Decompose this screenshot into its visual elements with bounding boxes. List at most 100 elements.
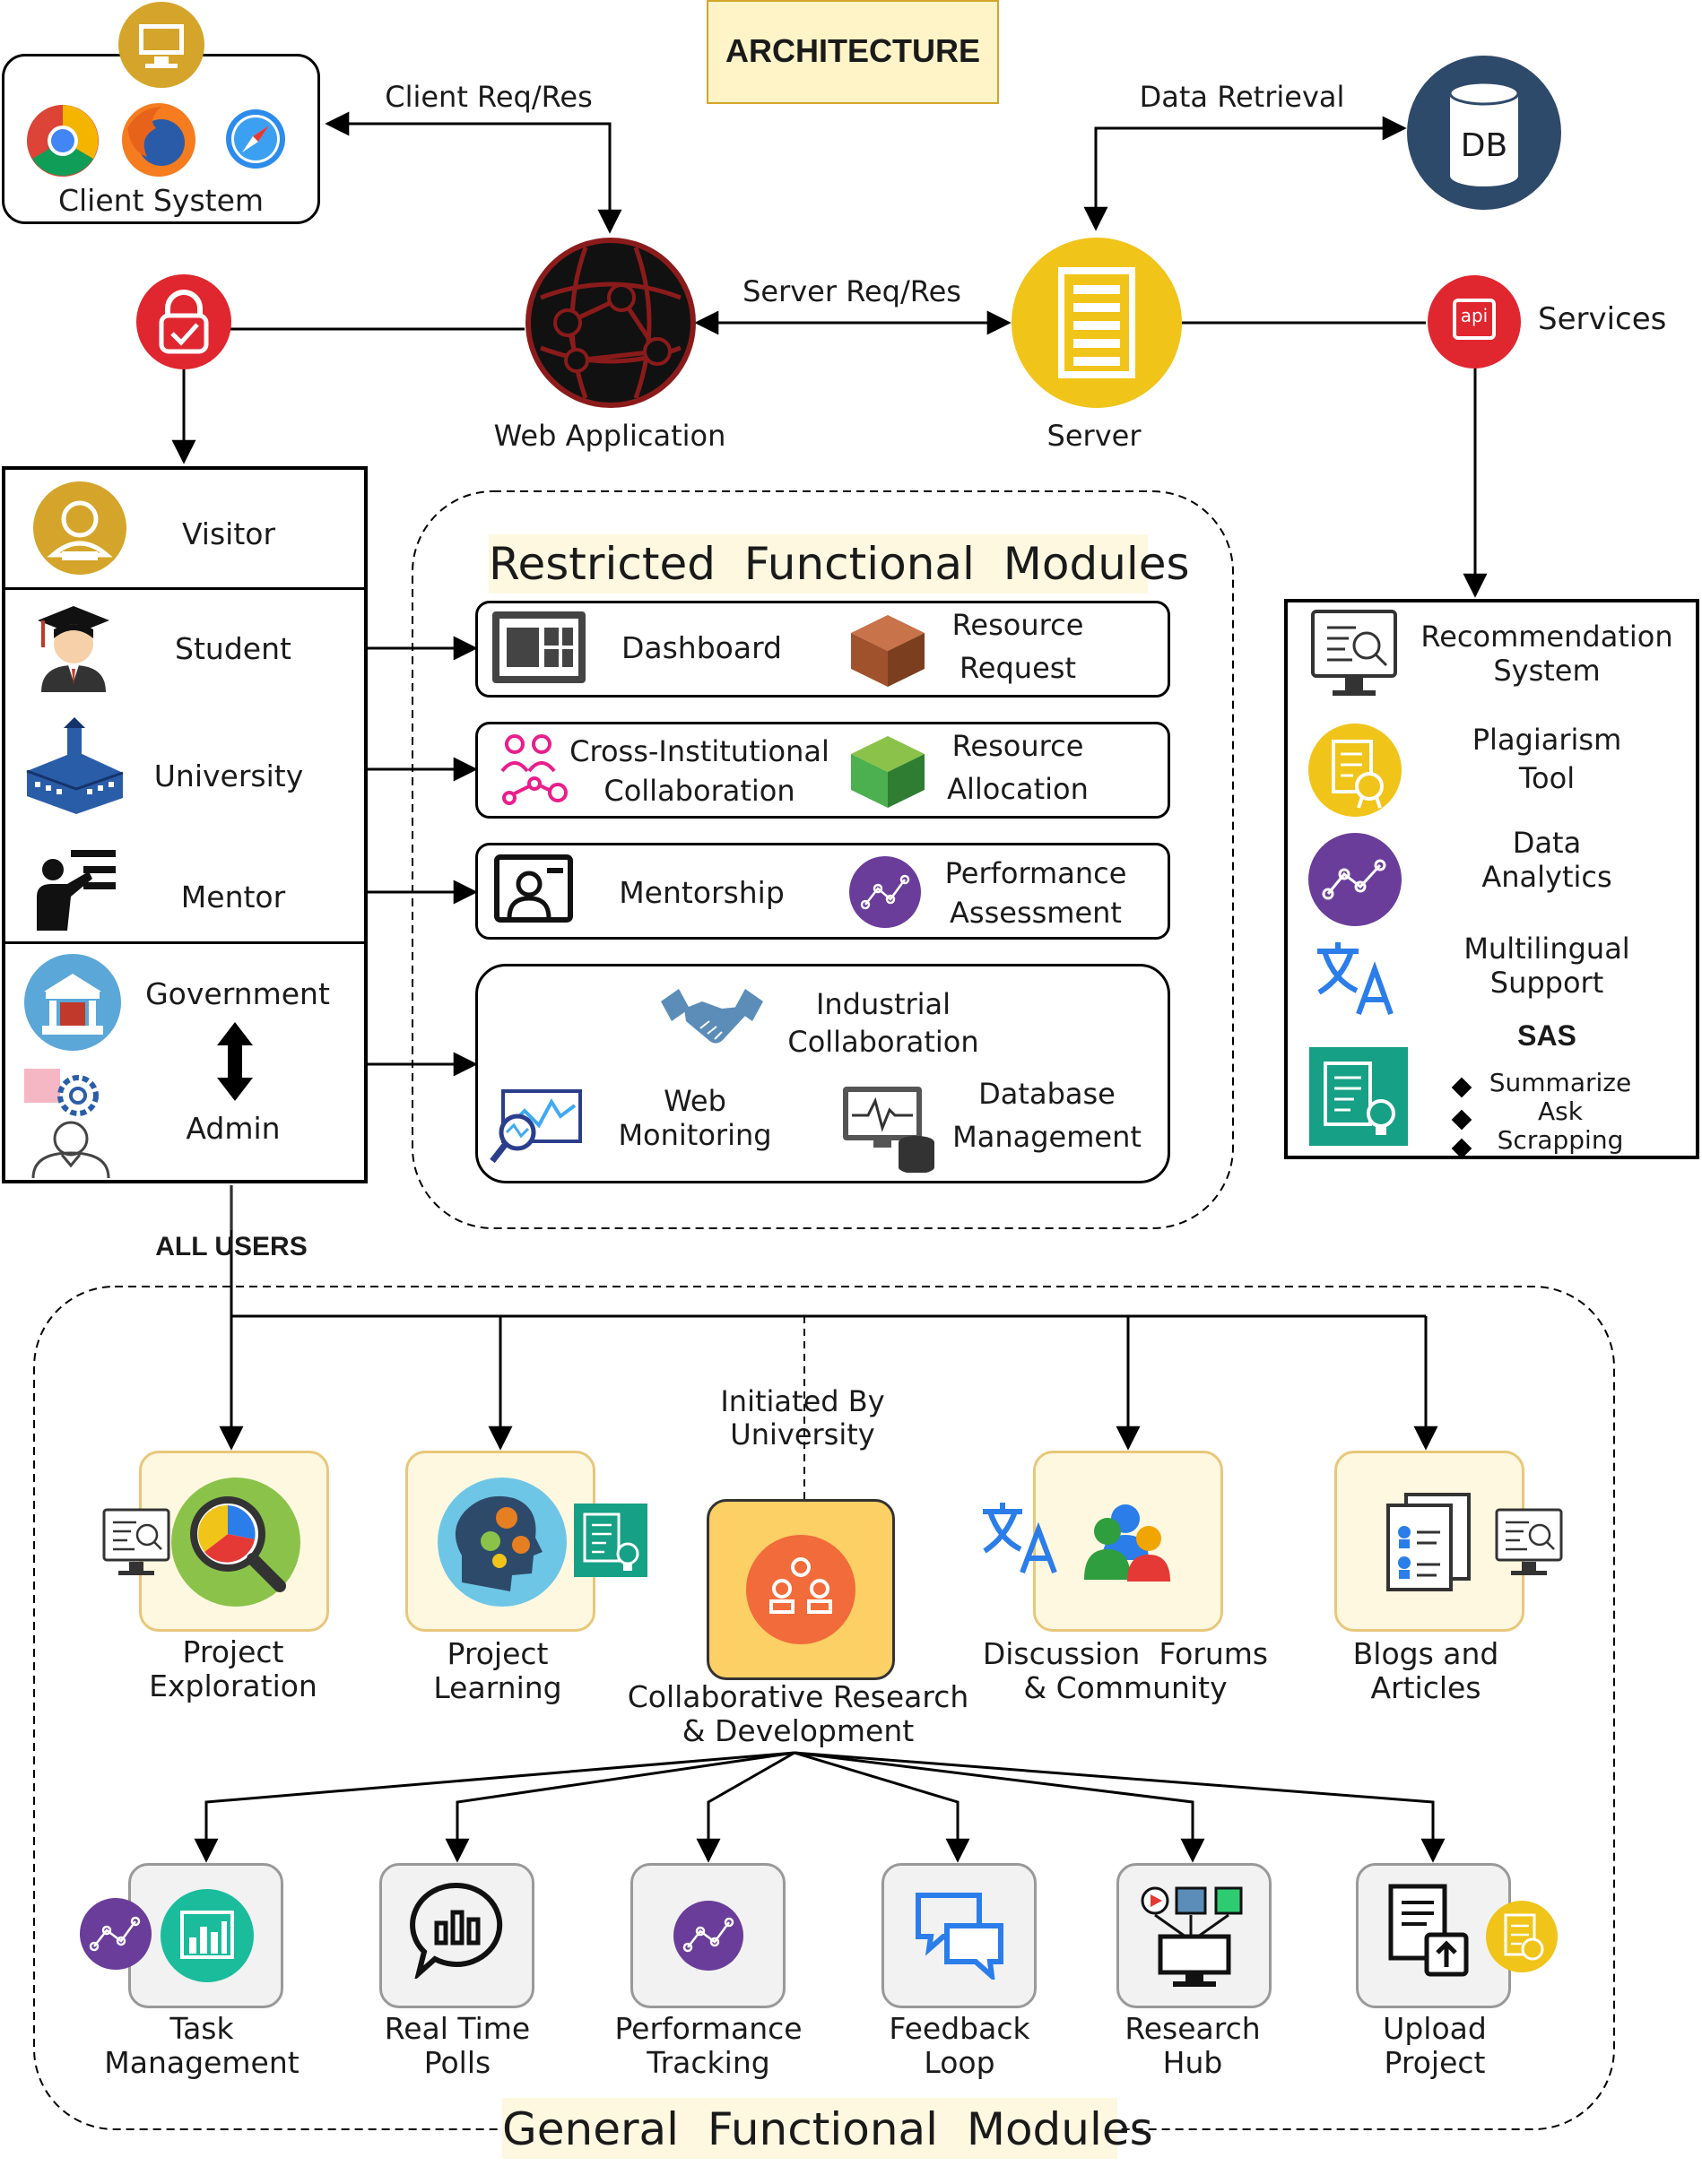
cross-institutional-line-1: Cross-Institutional — [569, 734, 829, 768]
recommendation-line-2: System — [1493, 654, 1601, 688]
users-divider-1 — [4, 587, 366, 590]
project-learning-side-icon — [574, 1504, 647, 1577]
resource-request-icon — [847, 610, 928, 690]
task-chart-icon — [159, 1887, 256, 1984]
db-icon — [1405, 54, 1563, 212]
users-divider-2 — [4, 941, 366, 944]
project-exploration-icon — [169, 1475, 303, 1609]
upload-project-icon — [1385, 1881, 1475, 1989]
web-monitoring-line-2: Monitoring — [618, 1118, 772, 1152]
blogs-line-2: Articles — [1370, 1670, 1481, 1705]
project-exploration-line-1: Project — [182, 1634, 284, 1669]
api-text: api — [1460, 305, 1489, 326]
web-application-label: Web Application — [493, 419, 726, 453]
polls-line-1: Real Time — [384, 2011, 531, 2046]
users-panel — [2, 466, 368, 1183]
blogs-line-1: Blogs and — [1352, 1636, 1499, 1671]
data-analytics-icon — [1307, 831, 1403, 928]
restricted-title: Restricted Functional Modules — [489, 538, 1190, 590]
project-learning-line-1: Project — [447, 1636, 549, 1671]
services-label: Services — [1538, 301, 1667, 337]
research-hub-line-2: Hub — [1162, 2045, 1223, 2080]
collab-to-polls — [445, 1751, 795, 1863]
industrial-line-1: Industrial — [815, 987, 951, 1021]
visitor-label: Visitor — [181, 516, 276, 551]
task-management-line-1: Task — [169, 2011, 234, 2046]
sas-item-summarize: Summarize — [1489, 1068, 1632, 1097]
architecture-title-box — [707, 0, 999, 104]
discussion-line-1: Discussion Forums — [982, 1636, 1269, 1671]
blogs-side-icon — [1493, 1506, 1565, 1580]
performance-tracking-icon — [672, 1899, 745, 1972]
feedback-line-1: Feedback — [889, 2011, 1030, 2046]
task-management-line-2: Management — [104, 2045, 300, 2080]
services-api-icon — [1426, 273, 1523, 370]
collab-to-perf — [696, 1751, 795, 1863]
sas-item-ask: Ask — [1538, 1096, 1583, 1126]
restricted-dashed-outline — [412, 490, 1234, 1229]
server-icon — [1009, 235, 1185, 411]
performance-assessment-icon — [847, 854, 923, 930]
safari-icon — [224, 108, 287, 170]
plagiarism-tool-icon — [1307, 722, 1403, 819]
cross-institutional-line-2: Collaboration — [604, 774, 795, 808]
industrial-line-2: Collaboration — [787, 1025, 979, 1059]
discussion-line-2: & Community — [1023, 1670, 1228, 1705]
cross-institutional-icon — [495, 730, 576, 810]
client-webapp-edge — [325, 111, 622, 234]
collab-to-feedback — [794, 1751, 970, 1863]
mentorship-icon — [493, 852, 574, 932]
student-icon — [29, 602, 118, 692]
restricted-row-3 — [475, 843, 1170, 940]
performance-assessment-line-1: Performance — [944, 856, 1127, 890]
project-exploration-line-2: Exploration — [149, 1668, 317, 1703]
initiated-line-2: University — [730, 1417, 875, 1452]
general-title-bg — [502, 2098, 1117, 2159]
all-users-label: ALL USERS — [155, 1232, 308, 1261]
restricted-row-4 — [475, 964, 1170, 1183]
architecture-title: ARCHITECTURE — [725, 32, 980, 69]
security-lock-icon — [135, 273, 233, 371]
resource-allocation-line-2: Allocation — [947, 772, 1089, 806]
resource-allocation-line-1: Resource — [951, 729, 1084, 763]
plagiarism-line-2: Tool — [1518, 761, 1576, 795]
research-hub-line-1: Research — [1125, 2011, 1261, 2046]
project-learning-line-2: Learning — [433, 1670, 562, 1705]
mentor-label: Mentor — [180, 880, 286, 914]
student-label: Student — [175, 631, 291, 666]
db-label: DB — [1460, 127, 1508, 164]
monitor-icon — [117, 0, 206, 90]
database-management-line-1: Database — [978, 1077, 1116, 1111]
collab-to-task — [194, 1751, 795, 1863]
data-analytics-line-1: Data — [1512, 826, 1582, 860]
upload-plagiarism-icon — [1484, 1899, 1559, 1974]
collaborative-research-tile[interactable] — [707, 1499, 895, 1680]
restricted-title-bg — [489, 534, 1148, 594]
admin-icon — [22, 1067, 126, 1179]
project-learning-icon — [435, 1475, 569, 1609]
polls-icon — [408, 1880, 507, 1981]
upload-line-1: Upload — [1383, 2011, 1487, 2046]
initiated-line-1: Initiated By — [720, 1384, 885, 1418]
performance-assessment-line-2: Assessment — [950, 896, 1122, 930]
research-hub-icon — [1139, 1881, 1250, 1989]
resource-request-line-2: Request — [960, 651, 1076, 685]
resource-request-line-1: Resource — [951, 608, 1084, 642]
community-people-icon — [1081, 1497, 1181, 1587]
general-title: General Functional Modules — [502, 2103, 1153, 2155]
university-label: University — [153, 758, 304, 793]
database-management-icon — [841, 1083, 938, 1174]
feedback-icon — [913, 1890, 1006, 1983]
restricted-row-1 — [475, 601, 1170, 698]
recommendation-system-icon — [1309, 608, 1399, 706]
multilingual-line-1: Multilingual — [1463, 932, 1630, 966]
plagiarism-line-1: Plagiarism — [1472, 723, 1622, 757]
general-dashed-outline — [33, 1286, 1615, 2130]
restricted-row-2 — [475, 722, 1170, 819]
performance-tracking-line-2: Tracking — [647, 2045, 770, 2080]
sas-icon — [1309, 1047, 1408, 1146]
university-icon — [22, 717, 126, 816]
recommendation-line-1: Recommendation — [1420, 620, 1673, 654]
server-db-edge — [1083, 116, 1407, 231]
government-label: Government — [145, 976, 330, 1011]
